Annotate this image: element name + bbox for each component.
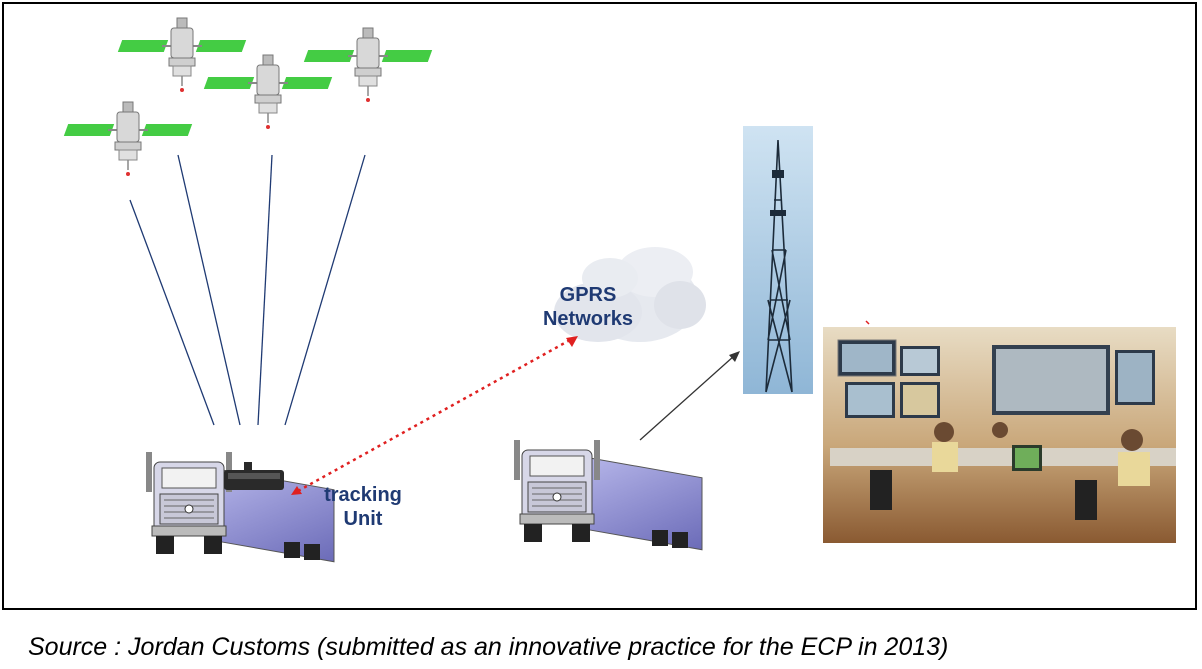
marker	[865, 320, 870, 325]
tracking-unit-label: tracking Unit	[298, 483, 428, 531]
tracking-label-line2: Unit	[343, 508, 383, 530]
satellite-icon	[62, 101, 194, 177]
cloud-icon	[554, 247, 706, 342]
satellite-icon	[302, 27, 434, 103]
satellite-icon	[202, 54, 334, 130]
gprs-label-line1: GPRS	[559, 284, 617, 306]
gps-link	[177, 154, 241, 426]
gps-links	[129, 154, 366, 426]
control-room-photo	[823, 327, 1176, 543]
gprs-networks-label: GPRS Networks	[528, 283, 648, 331]
gps-link	[257, 154, 273, 426]
gps-link	[284, 154, 366, 426]
gps-link	[129, 199, 215, 426]
truck-icon	[513, 439, 703, 551]
tracking-device-icon	[224, 462, 284, 490]
gprs-link	[291, 336, 578, 495]
cell-tower-icon	[743, 126, 813, 394]
uplink-arrow	[639, 351, 740, 441]
gprs-label-line2: Networks	[542, 308, 634, 330]
source-caption: Source : Jordan Customs (submitted as an…	[28, 633, 949, 661]
tracking-label-line1: tracking	[324, 484, 402, 506]
